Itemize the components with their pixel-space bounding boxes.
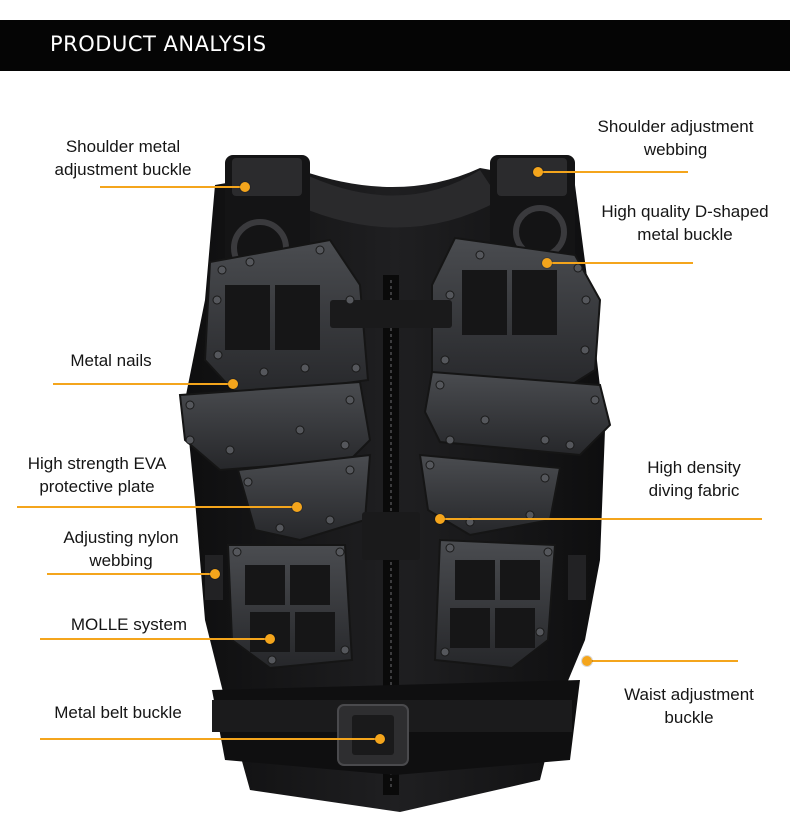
leader-line-nylon-webbing	[47, 573, 215, 575]
right-side-webbing	[568, 555, 586, 600]
marker-dot	[228, 379, 238, 389]
marker-dot	[210, 569, 220, 579]
header-bar: PRODUCT ANALYSIS	[0, 20, 790, 71]
leader-line-molle-system	[40, 638, 270, 640]
label-molle-system: MOLLE system	[70, 615, 188, 634]
leader-line-belt-buckle	[40, 738, 380, 740]
leader-line-waist-buckle	[587, 660, 738, 662]
leader-line-eva-plate	[17, 506, 297, 508]
left-upper-plate	[203, 238, 370, 400]
right-mid-plate	[423, 370, 612, 457]
marker-dot	[542, 258, 552, 268]
leader-line-diving-fabric	[440, 518, 762, 520]
rivets	[185, 245, 600, 665]
left-mid-plate	[178, 380, 372, 472]
left-lower-plate	[236, 453, 372, 542]
leader-line-shoulder-webbing	[538, 171, 688, 173]
marker-dot	[375, 734, 385, 744]
leader-line-d-ring-buckle	[547, 262, 693, 264]
marker-dot	[265, 634, 275, 644]
page-title: PRODUCT ANALYSIS	[50, 32, 267, 56]
right-molle-panel	[433, 538, 557, 670]
right-upper-plate	[431, 236, 602, 394]
marker-dot	[292, 502, 302, 512]
center-strap-upper	[330, 300, 452, 328]
belt-buckle-graphic	[337, 704, 409, 766]
marker-dot	[240, 182, 250, 192]
collar	[285, 170, 500, 228]
marker-dot	[582, 656, 592, 666]
leader-line-shoulder-metal-buckle	[100, 186, 245, 188]
marker-dot	[435, 514, 445, 524]
marker-dot	[533, 167, 543, 177]
leader-line-metal-nails	[53, 383, 233, 385]
label-metal-nails: Metal nails	[70, 351, 152, 370]
right-lower-plate	[418, 453, 562, 537]
center-strap-lower	[362, 512, 420, 560]
left-molle-panel	[226, 544, 354, 670]
label-belt-buckle: Metal belt buckle	[54, 703, 182, 722]
